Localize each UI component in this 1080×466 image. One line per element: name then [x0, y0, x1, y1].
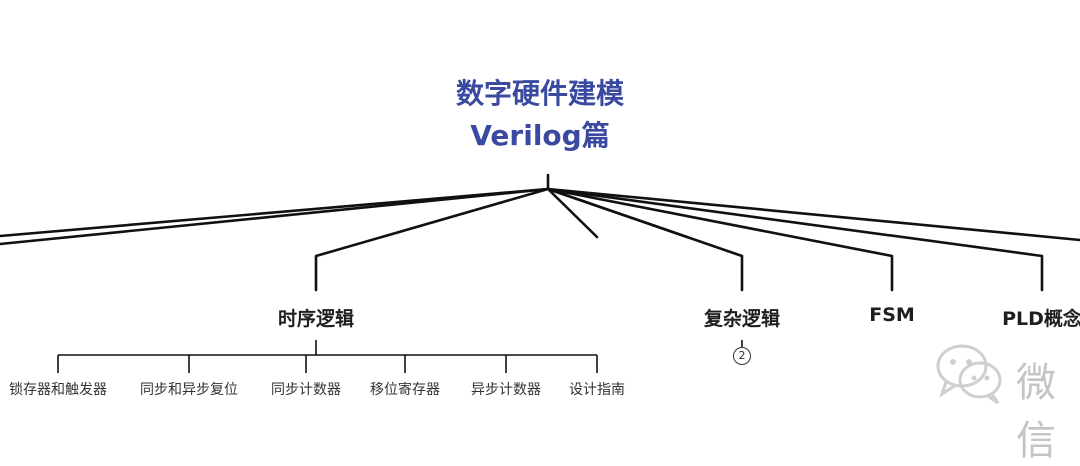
collapsed-count-badge[interactable]: 2 — [733, 347, 751, 365]
root-title-line1: 数字硬件建模 — [455, 77, 624, 110]
branch-complex-logic[interactable]: 复杂逻辑 — [703, 308, 781, 330]
connector-offscreen-left-2 — [0, 187, 550, 246]
connector-fsm — [546, 187, 894, 292]
connector-sequential — [314, 187, 550, 292]
wechat-icon — [936, 344, 1002, 405]
leaf-design-guide[interactable]: 设计指南 — [569, 382, 625, 398]
root-title-line2: Verilog篇 — [470, 119, 610, 152]
leaf-sync-counter[interactable]: 同步计数器 — [271, 382, 341, 398]
branch-pld-concept[interactable]: PLD概念 — [1002, 308, 1080, 330]
branch-fsm[interactable]: FSM — [869, 304, 915, 326]
connector-complex — [546, 187, 744, 292]
leaf-async-counter[interactable]: 异步计数器 — [471, 382, 541, 398]
leaf-shift-register[interactable]: 移位寄存器 — [370, 382, 440, 398]
connector-pld — [546, 187, 1044, 292]
branch-sequential-logic[interactable]: 时序逻辑 — [277, 308, 355, 330]
connector-offscreen-left-1 — [0, 187, 550, 238]
connector-unlabeled-1 — [546, 187, 599, 239]
leaf-latches-flipflops[interactable]: 锁存器和触发器 — [9, 382, 107, 398]
connector-offscreen-right — [546, 187, 1080, 242]
watermark-text: 微信 — [1016, 360, 1056, 464]
leaf-sync-async-reset[interactable]: 同步和异步复位 — [140, 382, 238, 398]
